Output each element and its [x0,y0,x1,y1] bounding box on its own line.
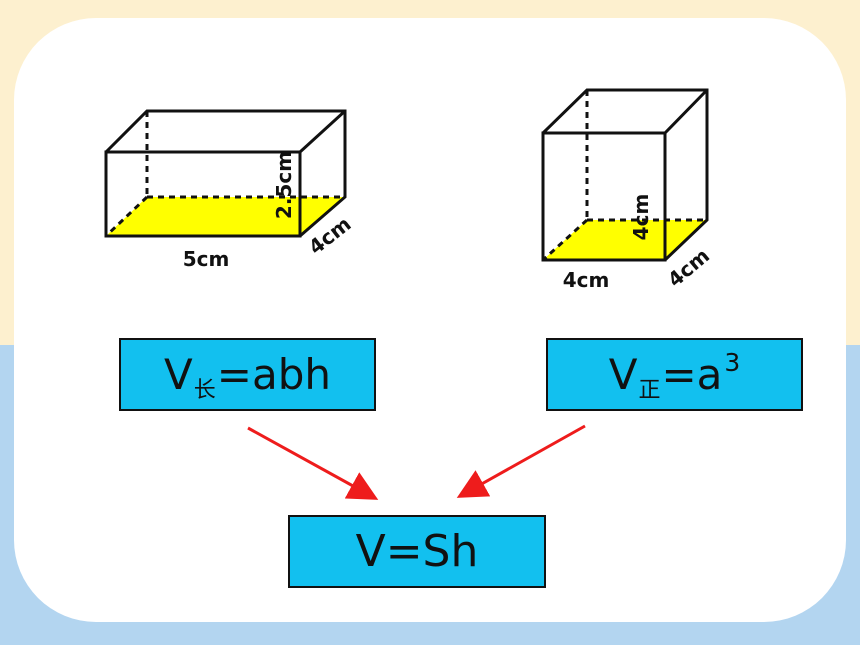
cuboid-formula-subscript: 长 [193,377,216,403]
general-formula-text: V=Sh [355,526,479,577]
cube-visible-edges [541,88,709,262]
arrow-right [456,424,586,498]
cuboid-formula-main: V [164,350,193,399]
cuboid-hidden-edges [104,111,345,238]
cuboid-figure: 5cm 4cm 2.5cm [104,109,355,271]
cuboid-formula-rest: =abh [216,350,331,399]
cube-formula-rest: =a [661,350,723,399]
cuboid-base-face [106,197,345,236]
general-volume-formula: V=Sh [288,515,546,588]
cube-hidden-edges [541,90,707,262]
cube-height-label: 4cm [629,194,653,241]
cuboid-length-label: 5cm [183,247,230,271]
cuboid-height-label: 2.5cm [272,151,296,219]
cuboid-visible-edges [104,109,347,238]
cube-formula-subscript: 正 [638,377,661,403]
cube-length-label: 4cm [563,268,610,292]
cube-figure: 4cm 4cm 4cm [541,88,714,292]
cube-base-face [543,220,707,260]
arrow-left [247,426,379,500]
cube-formula-main: V [608,350,638,399]
cube-formula-superscript: 3 [724,348,741,377]
